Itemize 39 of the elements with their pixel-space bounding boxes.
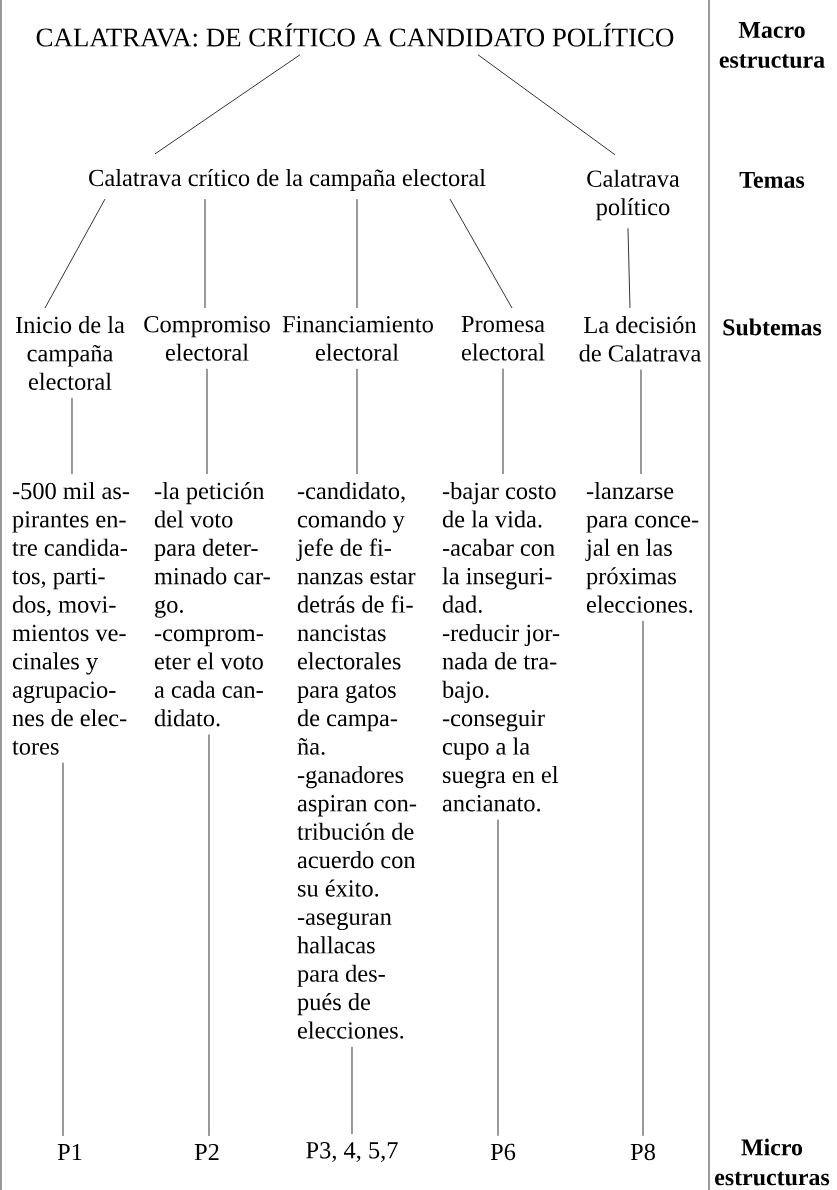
level-label: Micro estructuras: [715, 1138, 830, 1186]
subtheme-text: La decisión de Calatrava: [579, 316, 701, 362]
subtheme-text: Inicio de la campaña electoral: [16, 316, 125, 390]
theme-text: Calatrava crítico de la campaña electoral: [89, 168, 486, 192]
paragraph-label: P8: [630, 1143, 655, 1161]
subtheme-text: Financiamiento electoral: [282, 316, 433, 361]
connector-line: [351, 1046, 353, 1135]
heading-text: CALATRAVA: DE CRÍTICO A CANDIDATO POLÍTICO: [36, 23, 674, 47]
level-label: Temas: [739, 172, 805, 188]
level-label: Macro estructura: [719, 22, 825, 68]
subtheme-text: Promesa electoral: [461, 316, 545, 361]
connector-line: [356, 198, 358, 309]
detail-text: -candidato, comando y jefe de fi- nanzas estar detrás de fi- nancistas electorales para gatos de campa- ña. -ganadores aspiran con- tribución de acuerdo con su éxito. -aseguran hallacas para des- pués de elecciones.: [296, 482, 417, 1039]
paragraph-label: P6: [490, 1143, 516, 1161]
connector-line: [62, 762, 64, 1137]
connector-line: [71, 397, 73, 475]
connector-line: [502, 368, 504, 475]
level-label: Subtemas: [723, 318, 822, 336]
detail-text: -lanzarse para conce- jal en las próximas elecciones.: [585, 482, 699, 613]
theme-text: Calatrava político: [587, 169, 680, 221]
connector-line: [208, 734, 210, 1137]
connector-line: [206, 368, 208, 475]
paragraph-label: P1: [57, 1143, 82, 1161]
subtheme-text: Compromiso electoral: [144, 316, 270, 361]
connector-line: [497, 819, 499, 1137]
paragraph-label: P3, 4, 5,7: [306, 1142, 398, 1162]
connector-line: [449, 198, 513, 309]
detail-text: -bajar costo de la vida. -acabar con la inseguri- dad. -reducir jor- nada de tra- bajo. -conseguir cupo a la suegra en el ancianato.: [442, 482, 560, 812]
detail-text: -la petición del voto para deter- minado car- go. -comprom- eter el voto a cada can- didato.: [154, 482, 270, 727]
detail-text: -500 mil as- pirantes en- tre candida- tos, parti- dos, movi- mientos ve- cinales y agrupacio- nes de elec- tores: [12, 482, 130, 755]
connector-line: [642, 620, 644, 1137]
connector-line: [627, 227, 631, 309]
connector-line: [356, 368, 358, 475]
connector-line: [204, 198, 206, 309]
connector-line: [640, 369, 642, 475]
connector-line: [44, 198, 106, 309]
paragraph-label: P2: [194, 1143, 219, 1161]
connector-line: [477, 54, 616, 156]
connector-line: [154, 54, 301, 155]
